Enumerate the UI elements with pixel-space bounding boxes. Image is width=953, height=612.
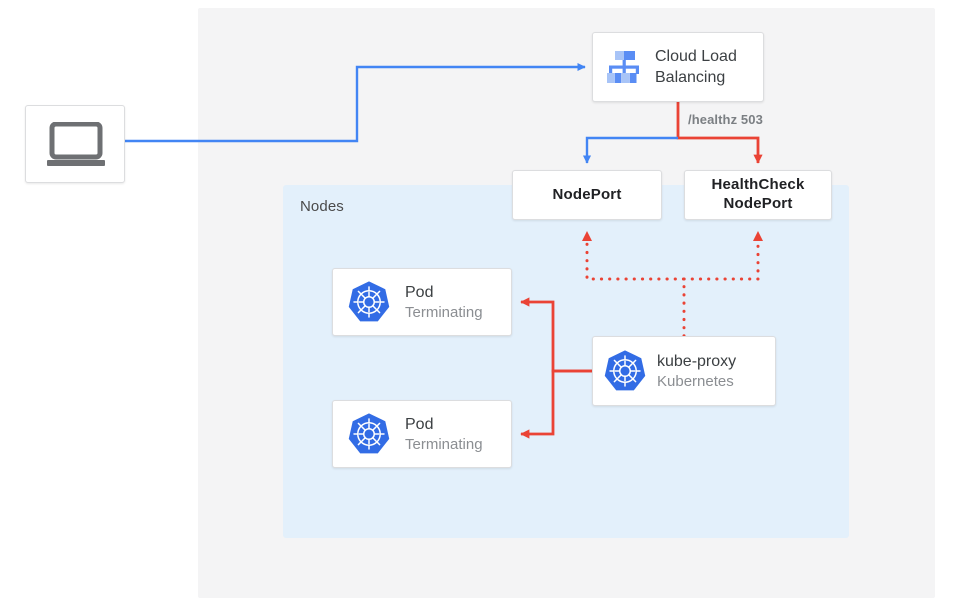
nodeport-label: NodePort — [552, 185, 622, 203]
kube-proxy-subtitle: Kubernetes — [657, 372, 734, 390]
kube-proxy-text: kube-proxy Kubernetes — [657, 351, 736, 392]
pod-node-2-text: Pod Terminating — [405, 414, 483, 455]
cloud-load-balancing-title-line2: Balancing — [655, 69, 726, 86]
pod-node-2-subtitle: Terminating — [405, 435, 483, 453]
kubernetes-icon — [333, 268, 405, 336]
kubernetes-icon — [333, 400, 405, 468]
cloud-load-balancing-text: Cloud Load Balancing — [655, 46, 737, 88]
healthcheck-nodeport-label-line2: NodePort — [723, 195, 793, 212]
pod-node-1-text: Pod Terminating — [405, 282, 483, 323]
cloud-load-balancing-icon — [593, 32, 655, 102]
laptop-icon — [26, 106, 126, 184]
nodeport-node: NodePort — [512, 170, 662, 220]
healthcheck-nodeport-label-wrap: HealthCheck NodePort — [711, 176, 804, 214]
cloud-load-balancing-title: Cloud Load — [655, 47, 737, 65]
pod-node-1: Pod Terminating — [332, 268, 512, 336]
client-node — [25, 105, 125, 183]
pod-node-2: Pod Terminating — [332, 400, 512, 468]
kube-proxy-title: kube-proxy — [657, 352, 737, 370]
nodes-region-label: Nodes — [300, 198, 344, 215]
pod-node-1-subtitle: Terminating — [405, 303, 483, 321]
pod-node-1-title: Pod — [405, 283, 434, 301]
healthcheck-nodeport-node: HealthCheck NodePort — [684, 170, 832, 220]
cloud-load-balancing-node: Cloud Load Balancing — [592, 32, 764, 102]
healthz-edge-label: /healthz 503 — [688, 112, 763, 127]
pod-node-2-title: Pod — [405, 415, 434, 433]
healthcheck-nodeport-label-line1: HealthCheck — [711, 176, 805, 194]
kubernetes-icon — [593, 336, 657, 406]
kube-proxy-node: kube-proxy Kubernetes — [592, 336, 776, 406]
